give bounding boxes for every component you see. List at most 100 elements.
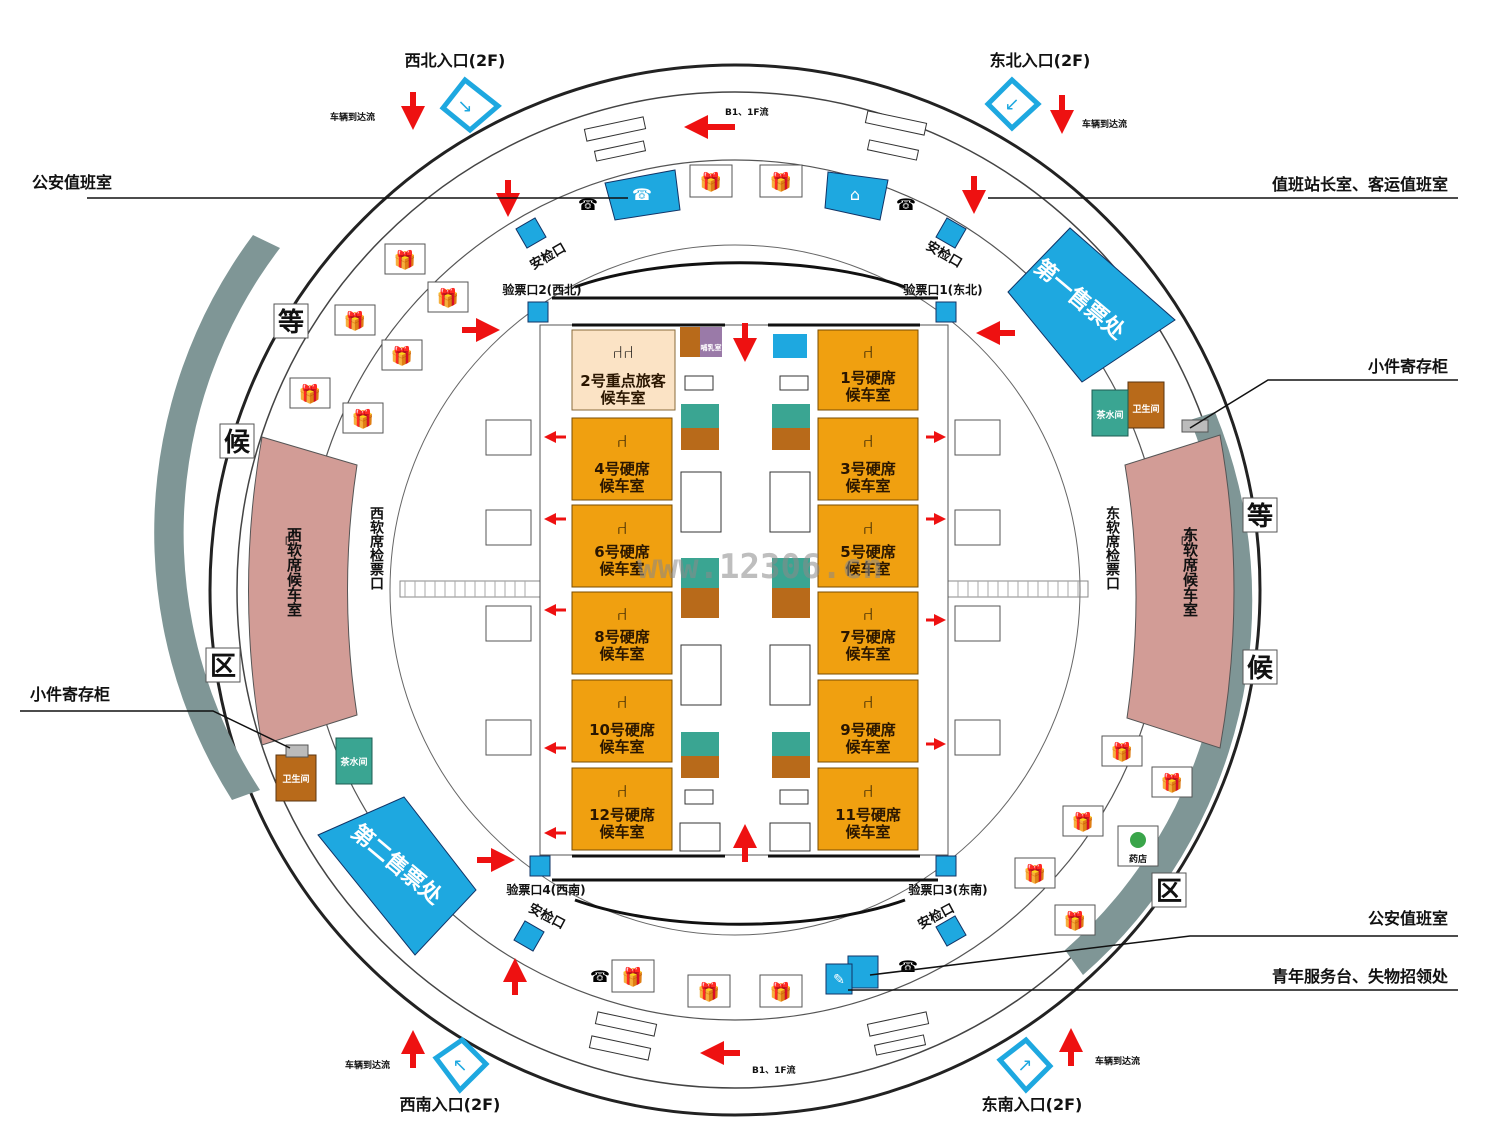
soft-room-west: ⑁ 西软席候车室	[248, 436, 358, 746]
seat-icon: ⑁	[863, 342, 874, 363]
seat-icon: ⑁	[863, 781, 874, 802]
hard-waiting-room: ⑁ 7号硬席 候车室	[817, 591, 919, 675]
hard-waiting-room: ⑁ 8号硬席 候车室	[571, 591, 673, 675]
room-line2: 候车室	[845, 477, 890, 495]
svg-text:🎁: 🎁	[700, 171, 722, 193]
room-line2: 候车室	[845, 738, 890, 756]
hard-waiting-room: ⑁ 12号硬席 候车室	[571, 767, 673, 851]
escalators	[583, 110, 930, 1061]
svg-text:🎁: 🎁	[1161, 772, 1183, 794]
hard-waiting-room: ⑁ 6号硬席 候车室	[571, 504, 673, 588]
b1-flow-label: B1、1F流	[725, 106, 769, 118]
soft-gate-west-label: 西软席检票口	[368, 506, 384, 590]
gift-icon: 🎁	[611, 959, 655, 993]
vehicle-arrival-label: 车辆到达流	[1095, 1055, 1140, 1067]
phone-icon: ☎	[898, 957, 918, 976]
svg-text:🎁: 🎁	[1072, 811, 1094, 833]
seat-icon: ⑁	[617, 781, 628, 802]
seat-icon: ⑁	[617, 692, 628, 713]
gift-icon: 🎁	[689, 164, 733, 198]
callout-station-master: 值班站长室、客运值班室	[1272, 175, 1448, 194]
room-line2: 候车室	[599, 560, 644, 578]
room-line1: 6号硬席	[594, 543, 649, 561]
shop-kiosks: 🎁 🎁 🎁 🎁 🎁 🎁 🎁 🎁 🎁 🎁 🎁 🎁 🎁 🎁 🎁 🎁	[289, 164, 1193, 1008]
phone-icon: ☎	[590, 967, 610, 986]
room-line1: 5号硬席	[840, 543, 895, 561]
svg-text:🎁: 🎁	[1111, 741, 1133, 763]
callout-police-se: 公安值班室	[1368, 909, 1448, 928]
waiting-char-e2: 候	[1247, 654, 1274, 684]
gift-icon: 🎁	[1151, 766, 1193, 798]
waiting-char-w3: 区	[210, 652, 236, 682]
waiting-area-wall-west	[154, 235, 280, 800]
toilet-label: 卫生间	[1132, 403, 1159, 415]
gift-icon: 🎁	[334, 304, 376, 336]
service-desk-icon: ✎	[833, 972, 845, 988]
waiting-area-label-east: 等 候 区	[1151, 497, 1278, 908]
svg-text:🎁: 🎁	[770, 981, 792, 1003]
toilet-label: 卫生间	[282, 773, 309, 785]
gift-icon: 🎁	[759, 974, 803, 1008]
seat-icon: ⑁	[617, 604, 628, 625]
room-line1: 7号硬席	[840, 628, 895, 646]
callout-locker-ne: 小件寄存柜	[1368, 357, 1448, 376]
nursing-room	[700, 327, 722, 357]
seat-icon: ⑁⑁	[612, 342, 634, 363]
svg-text:🎁: 🎁	[1024, 863, 1046, 885]
gift-icon: 🎁	[1101, 735, 1143, 767]
tea-label: 茶水间	[1095, 409, 1123, 421]
waiting-char-w1: 等	[278, 307, 304, 338]
gift-icon: 🎁	[1054, 904, 1096, 936]
svg-text:🎁: 🎁	[698, 981, 720, 1003]
soft-room-east: ⑁ 东软席候车室	[1124, 434, 1235, 749]
gate-2-label: 验票口2(西北)	[502, 282, 581, 297]
entrance-ne-label: 东北入口(2F)	[990, 51, 1091, 70]
pharmacy-label: 药店	[1129, 853, 1147, 865]
room-line2: 候车室	[599, 645, 644, 663]
svg-text:🎁: 🎁	[394, 249, 416, 271]
phone-icon: ☎	[896, 195, 916, 214]
station-master-room: ⌂	[824, 171, 889, 221]
gate-3-label: 验票口3(东南)	[908, 882, 987, 897]
vip-waiting-room: ⑁⑁ 2号重点旅客 候车室	[571, 329, 676, 411]
hard-waiting-room: ⑁ 1号硬席 候车室	[817, 329, 919, 411]
hard-waiting-room: ⑁ 10号硬席 候车室	[571, 679, 673, 763]
hard-waiting-room: ⑁ 11号硬席 候车室	[817, 767, 919, 851]
gift-icon: 🎁	[1014, 857, 1056, 889]
security-icons	[513, 217, 967, 952]
room-line1: 12号硬席	[589, 806, 655, 824]
callout-police-nw: 公安值班室	[32, 173, 112, 192]
svg-text:🎁: 🎁	[299, 383, 321, 405]
platform-stairs	[485, 419, 1001, 756]
tea-label: 茶水间	[339, 756, 367, 768]
soft-room-west-label: 西软席候车室	[285, 527, 303, 617]
svg-text:🎁: 🎁	[1064, 910, 1086, 932]
gate-1-label: 验票口1(东北)	[903, 282, 982, 297]
seat-icon: ⑁	[863, 431, 874, 452]
room-line2: 候车室	[599, 823, 644, 841]
hard-waiting-room: ⑁ 3号硬席 候车室	[817, 417, 919, 501]
small-flow-arrows	[544, 431, 946, 839]
gift-icon: 🎁	[289, 377, 331, 409]
waiting-char-e1: 等	[1247, 501, 1273, 532]
central-hall	[539, 261, 949, 926]
seat-icon: ⑁	[863, 518, 874, 539]
room-line1: 8号硬席	[594, 628, 649, 646]
room-line1: 9号硬席	[840, 721, 895, 739]
room-line1: 4号硬席	[594, 460, 649, 478]
entrance-icon-sw: ↖	[432, 1036, 490, 1094]
gift-icon: 🎁	[384, 243, 426, 275]
soft-gate-east-label: 东软席检票口	[1104, 505, 1120, 590]
hard-waiting-room: ⑁ 4号硬席 候车室	[571, 417, 673, 501]
pharmacy: 药店	[1117, 825, 1159, 867]
seat-icon: ⑁	[617, 518, 628, 539]
ticket-office-sw: 第二售票处	[317, 796, 477, 956]
hard-waiting-room: ⑁ 5号硬席 候车室	[817, 504, 919, 588]
room-line2: 候车室	[599, 738, 644, 756]
svg-text:↗: ↗	[1017, 1055, 1032, 1076]
seat-icon: ⑁	[617, 431, 628, 452]
room-line1: 11号硬席	[835, 806, 901, 824]
toilet-tea-sw: 卫生间 茶水间	[275, 737, 373, 802]
ticket-office-ne: 第一售票处	[1007, 227, 1176, 383]
